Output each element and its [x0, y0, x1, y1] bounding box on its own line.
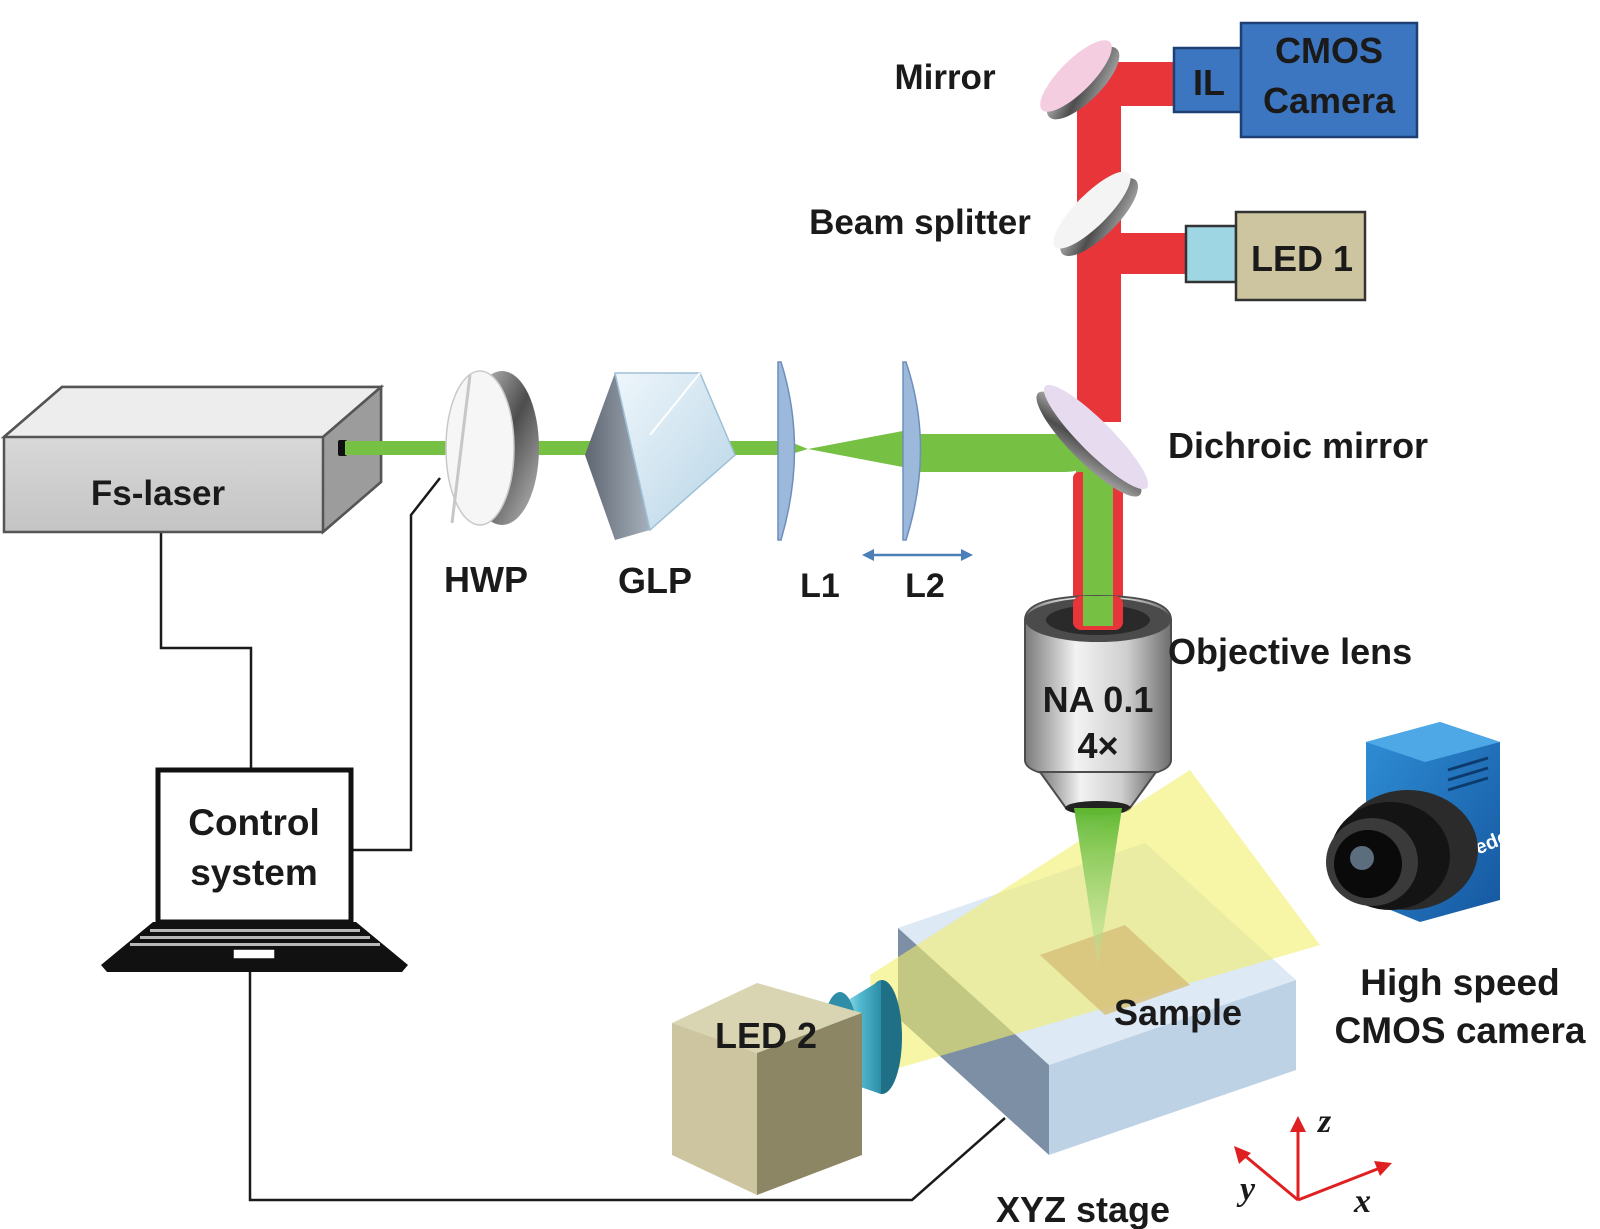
wire-control-to-stage: [248, 972, 1006, 1202]
fs-laser: Fs-laser: [0, 384, 385, 535]
objective-lens: NA 0.1 4×: [1024, 594, 1172, 815]
beam-splitter-label: Beam splitter: [809, 203, 1031, 242]
wire-laser-to-control: [159, 522, 253, 768]
high-speed-camera-label-1: High speed: [1360, 962, 1559, 1003]
led-2: LED 2: [672, 980, 902, 1195]
control-wires: [159, 477, 1006, 1202]
axis-z-label: z: [1317, 1103, 1332, 1140]
objective-na-label: NA 0.1: [1043, 679, 1154, 720]
cmos-camera-top: IL CMOS Camera: [1172, 21, 1419, 139]
xyz-stage-label: XYZ stage: [996, 1189, 1170, 1229]
cmos-camera-label-2: Camera: [1263, 80, 1396, 121]
led2-label: LED 2: [715, 1015, 817, 1056]
glan-laser-polarizer: [585, 372, 736, 540]
sample-label: Sample: [1114, 992, 1242, 1033]
cmos-camera-label-1: CMOS: [1275, 30, 1383, 71]
il-label: IL: [1193, 62, 1225, 103]
control-system-laptop: Control system: [101, 767, 408, 972]
l2-translation-arrow: [862, 549, 973, 561]
sample-plate: [1040, 925, 1190, 1015]
axis-y-label: y: [1236, 1171, 1256, 1208]
lens-l2: [902, 361, 922, 541]
lens-l1: [777, 361, 796, 541]
hwp-label: HWP: [444, 559, 528, 600]
return-beam: [1073, 62, 1197, 644]
coordinate-axes: [1234, 1116, 1392, 1202]
control-system-label-2: system: [190, 852, 318, 893]
axis-x-label: x: [1353, 1183, 1371, 1220]
glp-label: GLP: [618, 560, 692, 601]
focused-beam: [1074, 808, 1122, 965]
control-system-label-1: Control: [188, 802, 320, 843]
led-1: LED 1: [1184, 210, 1367, 302]
wire-hwp-to-control: [352, 477, 441, 852]
mirror-top: [1040, 40, 1120, 120]
half-wave-plate: [445, 370, 539, 526]
laser-aperture: [338, 440, 347, 456]
led1-label: LED 1: [1251, 238, 1353, 279]
beam-splitter: [1053, 171, 1138, 256]
objective-lens-label: Objective lens: [1168, 631, 1412, 672]
high-speed-camera-label-2: CMOS camera: [1335, 1010, 1586, 1051]
fs-laser-label: Fs-laser: [91, 474, 226, 513]
mirror-label: Mirror: [894, 58, 996, 97]
l2-label: L2: [905, 567, 945, 605]
l1-label: L1: [800, 567, 840, 605]
dichroic-mirror-label: Dichroic mirror: [1168, 425, 1428, 466]
objective-magnification-label: 4×: [1077, 725, 1118, 766]
laptop-keyboard: [130, 929, 380, 946]
high-speed-camera: pco.edge: [1326, 722, 1523, 922]
dichroic-mirror: [1036, 384, 1149, 497]
